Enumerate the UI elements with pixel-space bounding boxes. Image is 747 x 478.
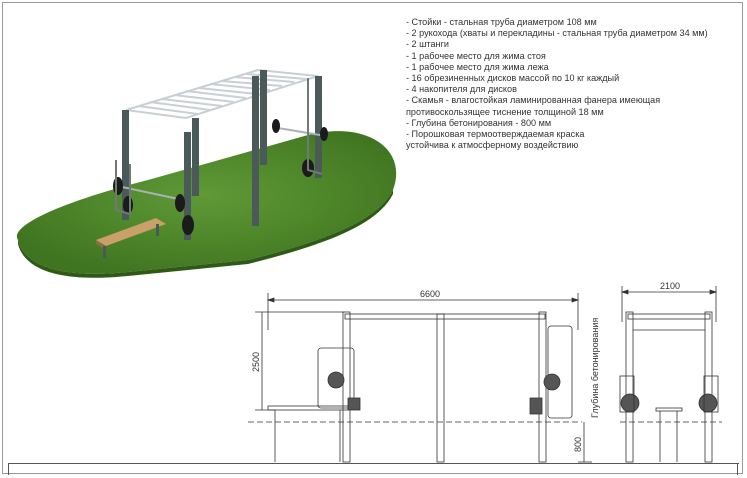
workout-complex-render xyxy=(16,68,397,278)
spec-item: - Глубина бетонирования - 800 мм xyxy=(406,117,552,128)
post xyxy=(184,132,191,240)
spec-item: - 1 рабочее место для жима лежа xyxy=(406,61,549,72)
monkey-bars xyxy=(125,68,319,120)
side-elevation xyxy=(619,286,722,463)
disc-storage xyxy=(115,78,323,216)
disc xyxy=(182,215,194,235)
disc xyxy=(320,127,328,141)
post xyxy=(315,76,322,178)
front-elevation xyxy=(248,293,592,463)
spec-list: - Стойки - стальная труба диаметром 108 … xyxy=(406,17,736,151)
spec-item: - 4 накопителя для дисков xyxy=(406,84,517,95)
length-dimension-value: 6600 xyxy=(420,289,440,299)
height-dimension-value: 2500 xyxy=(251,352,261,372)
steel-posts xyxy=(122,70,322,240)
title-block-left-edge xyxy=(8,463,9,475)
post xyxy=(252,76,259,226)
spec-item: противоскользящее тиснение толщиной 18 м… xyxy=(406,106,604,117)
barbells xyxy=(112,127,327,201)
disc xyxy=(175,194,185,212)
post xyxy=(122,110,129,220)
width-dimension-value: 2100 xyxy=(660,281,680,291)
spec-item: - 2 рукохода (хваты и перекладины - стал… xyxy=(406,28,708,39)
spec-item: - Скамья - влагостойкая ламинированная ф… xyxy=(406,95,661,106)
drawing-frame xyxy=(2,2,743,474)
bench xyxy=(96,218,166,258)
post xyxy=(260,70,267,165)
depth-dimension-value: 800 xyxy=(573,437,583,452)
spec-item: - Стойки - стальная труба диаметром 108 … xyxy=(406,17,597,27)
disc xyxy=(272,119,280,133)
spec-item: - 1 рабочее место для жима стоя xyxy=(406,50,546,61)
title-block-line xyxy=(8,463,739,464)
spec-item: устойчива к атмосферному воздействию xyxy=(406,140,579,151)
spec-item: - Порошковая термоотверждаемая краска xyxy=(406,129,585,140)
depth-label: Глубина бетонирования xyxy=(590,318,600,418)
post xyxy=(192,118,199,196)
spec-item: - 2 штанги xyxy=(406,39,449,50)
spec-item: - 16 обрезиненных дисков массой по 10 кг… xyxy=(406,73,620,84)
title-block-right-edge xyxy=(737,463,738,475)
